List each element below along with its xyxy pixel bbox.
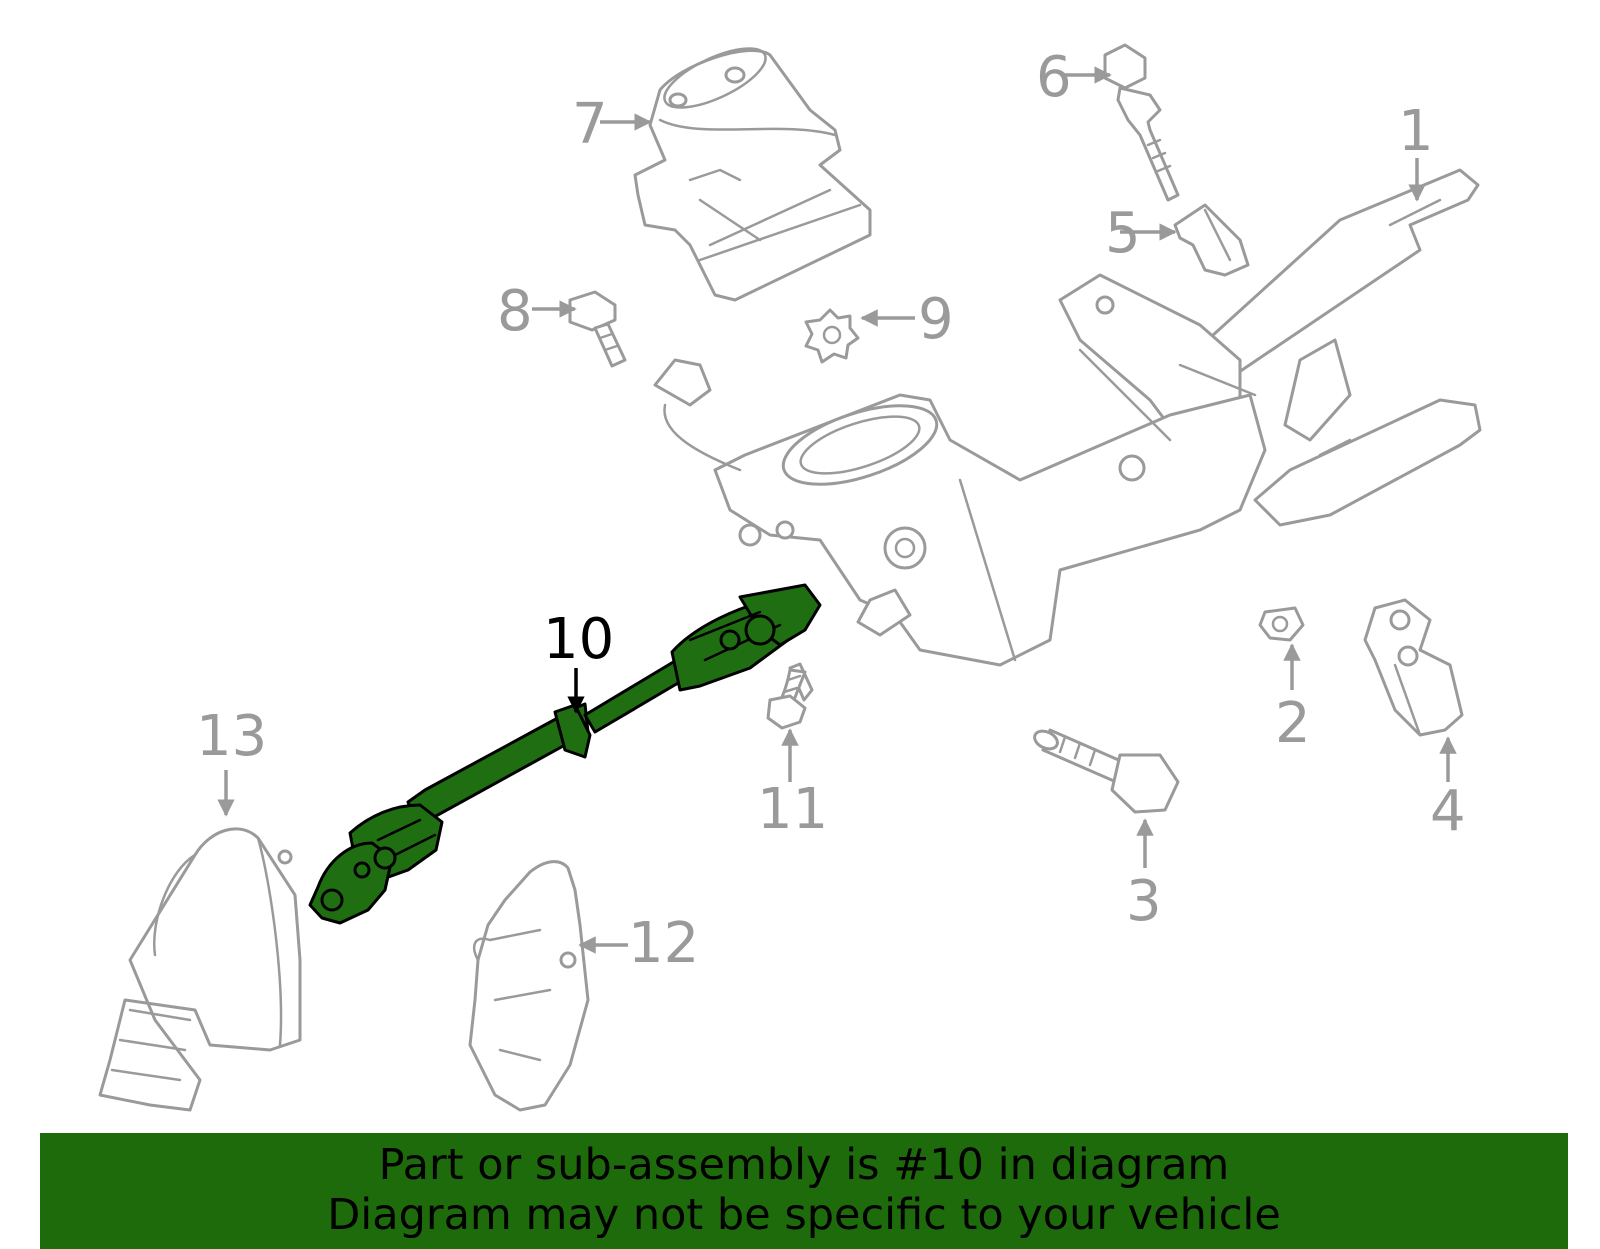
part-1-steering-column[interactable] xyxy=(653,168,1482,667)
part-10-intermediate-shaft[interactable] xyxy=(308,583,822,925)
part-2-nut[interactable] xyxy=(1258,606,1305,642)
part-6-bolt[interactable] xyxy=(1103,43,1180,202)
part-11-bolt[interactable] xyxy=(766,662,814,730)
callout-5: 5 xyxy=(1105,201,1141,266)
callout-9: 9 xyxy=(918,287,954,352)
banner-line-2: Diagram may not be specific to your vehi… xyxy=(327,1190,1281,1240)
part-13-seal-boot[interactable] xyxy=(98,827,302,1112)
callout-3: 3 xyxy=(1126,869,1162,934)
part-5-clip[interactable] xyxy=(1173,203,1250,277)
callout-11: 11 xyxy=(757,777,828,842)
callout-10: 10 xyxy=(543,607,614,672)
part-9-washer[interactable] xyxy=(804,308,860,364)
part-8-bolt[interactable] xyxy=(568,290,627,368)
callout-12: 12 xyxy=(628,911,699,976)
part-4-bracket[interactable] xyxy=(1363,598,1464,737)
part-7-motor-module[interactable] xyxy=(633,37,872,302)
part-3-bolt[interactable] xyxy=(1032,728,1180,814)
callout-4: 4 xyxy=(1430,779,1466,844)
callout-6: 6 xyxy=(1036,45,1072,110)
banner-line-1: Part or sub-assembly is #10 in diagram xyxy=(378,1140,1230,1190)
part-12-cover[interactable] xyxy=(468,860,590,1112)
callout-7: 7 xyxy=(572,92,608,157)
info-banner: Part or sub-assembly is #10 in diagram D… xyxy=(40,1133,1568,1249)
callout-1: 1 xyxy=(1398,99,1434,164)
callout-2: 2 xyxy=(1275,691,1311,756)
callout-13: 13 xyxy=(196,704,267,769)
callout-8: 8 xyxy=(497,279,533,344)
